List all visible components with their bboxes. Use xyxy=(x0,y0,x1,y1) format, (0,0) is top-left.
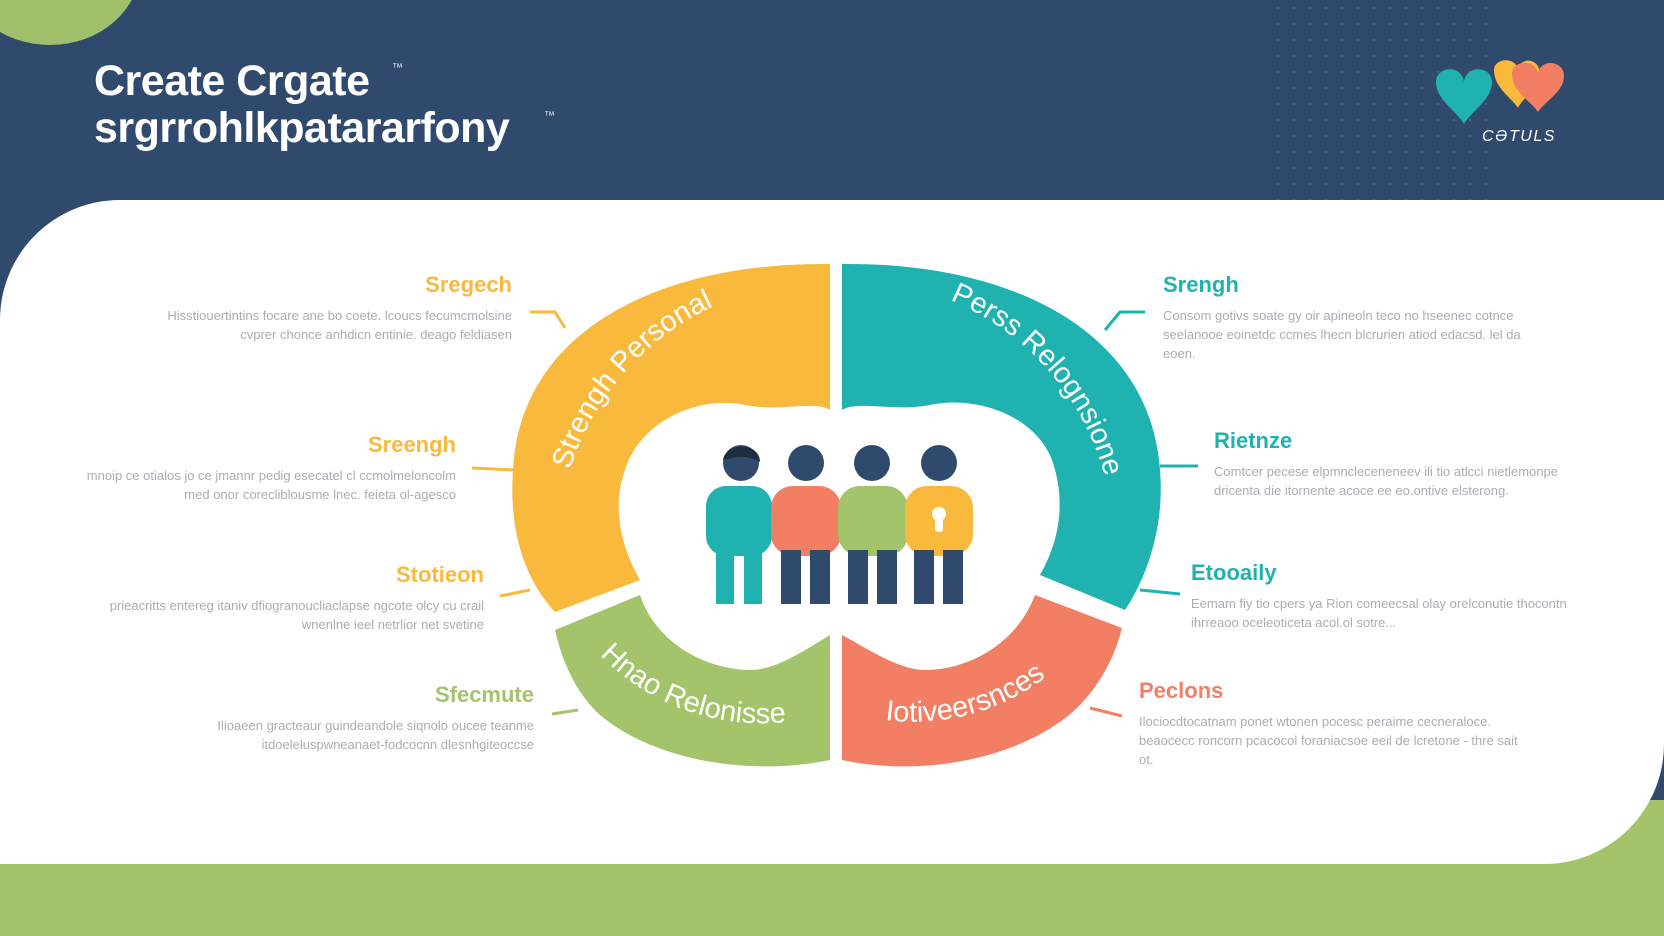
callout-left-2: Sreengh mnoip ce otialos jo ce jmannr pe… xyxy=(76,432,456,504)
callout-heading: Sfecmute xyxy=(434,682,534,707)
callout-body: prieacritts entereg itaniv dfiogranoucli… xyxy=(109,598,484,632)
connector-line xyxy=(551,708,579,716)
connector-line xyxy=(499,588,531,598)
callout-right-1: Srengh Consom gotivs soate gy oir apineo… xyxy=(1163,272,1543,363)
connector-line xyxy=(1089,706,1123,718)
callout-heading: Sreengh xyxy=(367,432,456,457)
callout-right-4: Peclons Ilociocdtocatnam ponet wtonen po… xyxy=(1139,678,1519,769)
logo-text: CƏTULS xyxy=(1482,128,1556,145)
trademark-mark: ™ xyxy=(392,62,403,74)
callout-heading: Srengh xyxy=(1163,272,1239,297)
callout-body: Eemam fiy tio cpers ya Rion comeecsal ol… xyxy=(1191,596,1567,630)
callout-heading: Peclons xyxy=(1139,678,1224,703)
callout-left-1: Sregech Hisstiouertintins focare ane bo … xyxy=(132,272,512,344)
person-icon xyxy=(838,445,908,604)
group-of-people-icon xyxy=(706,445,973,604)
segment-bottom-left xyxy=(555,595,830,767)
callout-body: mnoip ce otialos jo ce jmannr pedig esec… xyxy=(86,468,456,502)
page-title: Create Crgate srgrrohlkpatararfony xyxy=(94,57,510,152)
callout-body: Comtcer pecese elpmncleceneneev ili tio … xyxy=(1214,464,1558,498)
callout-body: Ilioaeen gracteaur guindeandole siqnolo … xyxy=(217,718,534,752)
connector-line xyxy=(530,310,567,329)
person-icon xyxy=(771,445,841,604)
callout-body: Hisstiouertintins focare ane bo coete. l… xyxy=(167,308,512,342)
person-icon xyxy=(706,445,772,604)
callout-body: Consom gotivs soate gy oir apineoln teco… xyxy=(1163,308,1521,361)
callout-heading: Rietnze xyxy=(1214,428,1293,453)
callout-right-2: Rietnze Comtcer pecese elpmncleceneneev … xyxy=(1214,428,1594,500)
trademark-mark: ™ xyxy=(544,110,555,122)
title-line-2: srgrrohlkpatararfony xyxy=(94,104,510,152)
hearts-icon xyxy=(1436,60,1564,124)
callout-heading: Sregech xyxy=(425,272,512,297)
callout-right-3: Etooaily Eemam fiy tio cpers ya Rion com… xyxy=(1191,560,1571,632)
callout-heading: Stotieon xyxy=(396,562,484,587)
connector-line xyxy=(1139,588,1181,596)
connector-line xyxy=(471,466,516,472)
segment-bottom-right xyxy=(842,595,1122,767)
segment-top-right xyxy=(842,263,1161,610)
title-line-1: Create Crgate xyxy=(94,57,370,105)
person-icon xyxy=(905,445,973,604)
connector-line xyxy=(1103,310,1145,331)
segment-top-left xyxy=(512,263,830,612)
callout-body: Ilociocdtocatnam ponet wtonen pocesc per… xyxy=(1139,714,1518,767)
callout-left-4: Sfecmute Ilioaeen gracteaur guindeandole… xyxy=(154,682,534,754)
callout-heading: Etooaily xyxy=(1191,560,1277,585)
callout-left-3: Stotieon prieacritts entereg itaniv dfio… xyxy=(104,562,484,634)
